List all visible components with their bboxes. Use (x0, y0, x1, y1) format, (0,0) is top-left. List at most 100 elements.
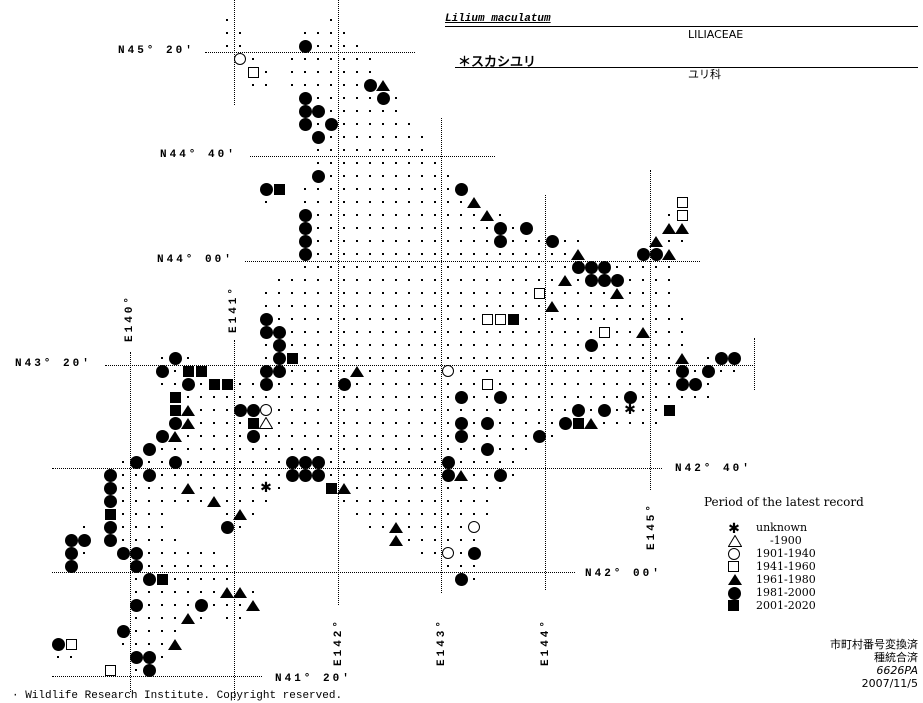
grid-dot (434, 227, 436, 229)
grid-dot (395, 240, 397, 242)
filled-circle-marker (649, 247, 663, 261)
filled-square-icon (728, 600, 742, 613)
latitude-label: N44° 00′ (157, 254, 234, 266)
filled-circle-marker (454, 429, 468, 443)
grid-dot (447, 331, 449, 333)
grid-dot (460, 552, 462, 554)
grid-dot (317, 435, 319, 437)
grid-dot (200, 565, 202, 567)
grid-dot (395, 253, 397, 255)
filled-circle-icon (728, 587, 742, 600)
grid-dot (408, 474, 410, 476)
grid-dot (551, 318, 553, 320)
grid-dot (460, 461, 462, 463)
grid-dot (278, 292, 280, 294)
grid-dot (434, 318, 436, 320)
filled-circle-marker (142, 663, 156, 677)
filled-circle-marker (103, 520, 117, 534)
grid-dot (499, 292, 501, 294)
filled-triangle-marker (389, 521, 403, 533)
filled-circle-marker (129, 559, 143, 573)
grid-dot (278, 318, 280, 320)
grid-dot (187, 461, 189, 463)
grid-dot (395, 227, 397, 229)
grid-dot (603, 396, 605, 398)
grid-dot (512, 331, 514, 333)
grid-dot (330, 97, 332, 99)
filled-circle-marker (727, 351, 741, 365)
grid-dot (408, 448, 410, 450)
grid-dot (512, 253, 514, 255)
grid-dot (135, 630, 137, 632)
grid-dot (304, 71, 306, 73)
grid-dot (538, 370, 540, 372)
grid-dot (473, 487, 475, 489)
grid-dot (304, 84, 306, 86)
grid-dot (395, 513, 397, 515)
grid-dot (161, 448, 163, 450)
grid-dot (395, 188, 397, 190)
grid-dot (265, 396, 267, 398)
grid-dot (161, 617, 163, 619)
grid-dot (447, 565, 449, 567)
filled-circle-marker (103, 494, 117, 508)
filled-circle-marker (454, 416, 468, 430)
grid-dot (330, 474, 332, 476)
grid-dot (265, 344, 267, 346)
grid-dot (642, 292, 644, 294)
grid-dot (408, 357, 410, 359)
grid-dot (629, 305, 631, 307)
legend-label: -1900 (756, 534, 802, 547)
grid-dot (148, 552, 150, 554)
grid-dot (499, 357, 501, 359)
grid-dot (369, 305, 371, 307)
filled-square-marker (325, 482, 337, 494)
filled-circle-marker (142, 468, 156, 482)
latitude-label: N41° 20′ (275, 673, 352, 685)
grid-dot (343, 474, 345, 476)
grid-dot (590, 370, 592, 372)
grid-dot (460, 201, 462, 203)
filled-circle-marker (519, 221, 533, 235)
grid-dot (655, 331, 657, 333)
grid-dot (330, 214, 332, 216)
grid-dot (161, 539, 163, 541)
filled-circle-marker (337, 377, 351, 391)
grid-dot (382, 318, 384, 320)
grid-dot (408, 370, 410, 372)
grid-dot (252, 84, 254, 86)
grid-dot (395, 383, 397, 385)
grid-dot (291, 448, 293, 450)
grid-dot (278, 409, 280, 411)
grid-dot (564, 409, 566, 411)
grid-dot (317, 214, 319, 216)
grid-dot (161, 552, 163, 554)
grid-dot (551, 331, 553, 333)
grid-dot (603, 383, 605, 385)
grid-dot (330, 435, 332, 437)
grid-dot (343, 357, 345, 359)
grid-dot (317, 409, 319, 411)
grid-dot (499, 409, 501, 411)
grid-dot (616, 422, 618, 424)
grid-dot (642, 409, 644, 411)
grid-dot (161, 604, 163, 606)
grid-dot (304, 279, 306, 281)
grid-dot (382, 201, 384, 203)
filled-triangle-marker (181, 482, 195, 494)
filled-circle-marker (142, 442, 156, 456)
filled-square-marker (247, 417, 259, 429)
grid-dot (486, 461, 488, 463)
filled-circle-marker (285, 455, 299, 469)
grid-dot (200, 383, 202, 385)
open-triangle-marker (259, 417, 273, 429)
grid-dot (369, 487, 371, 489)
grid-dot (330, 149, 332, 151)
grid-dot (317, 305, 319, 307)
grid-dot (551, 422, 553, 424)
grid-dot (239, 487, 241, 489)
grid-dot (642, 357, 644, 359)
longitude-line-e143 (441, 118, 442, 593)
filled-triangle-marker (571, 248, 585, 260)
grid-dot (486, 474, 488, 476)
